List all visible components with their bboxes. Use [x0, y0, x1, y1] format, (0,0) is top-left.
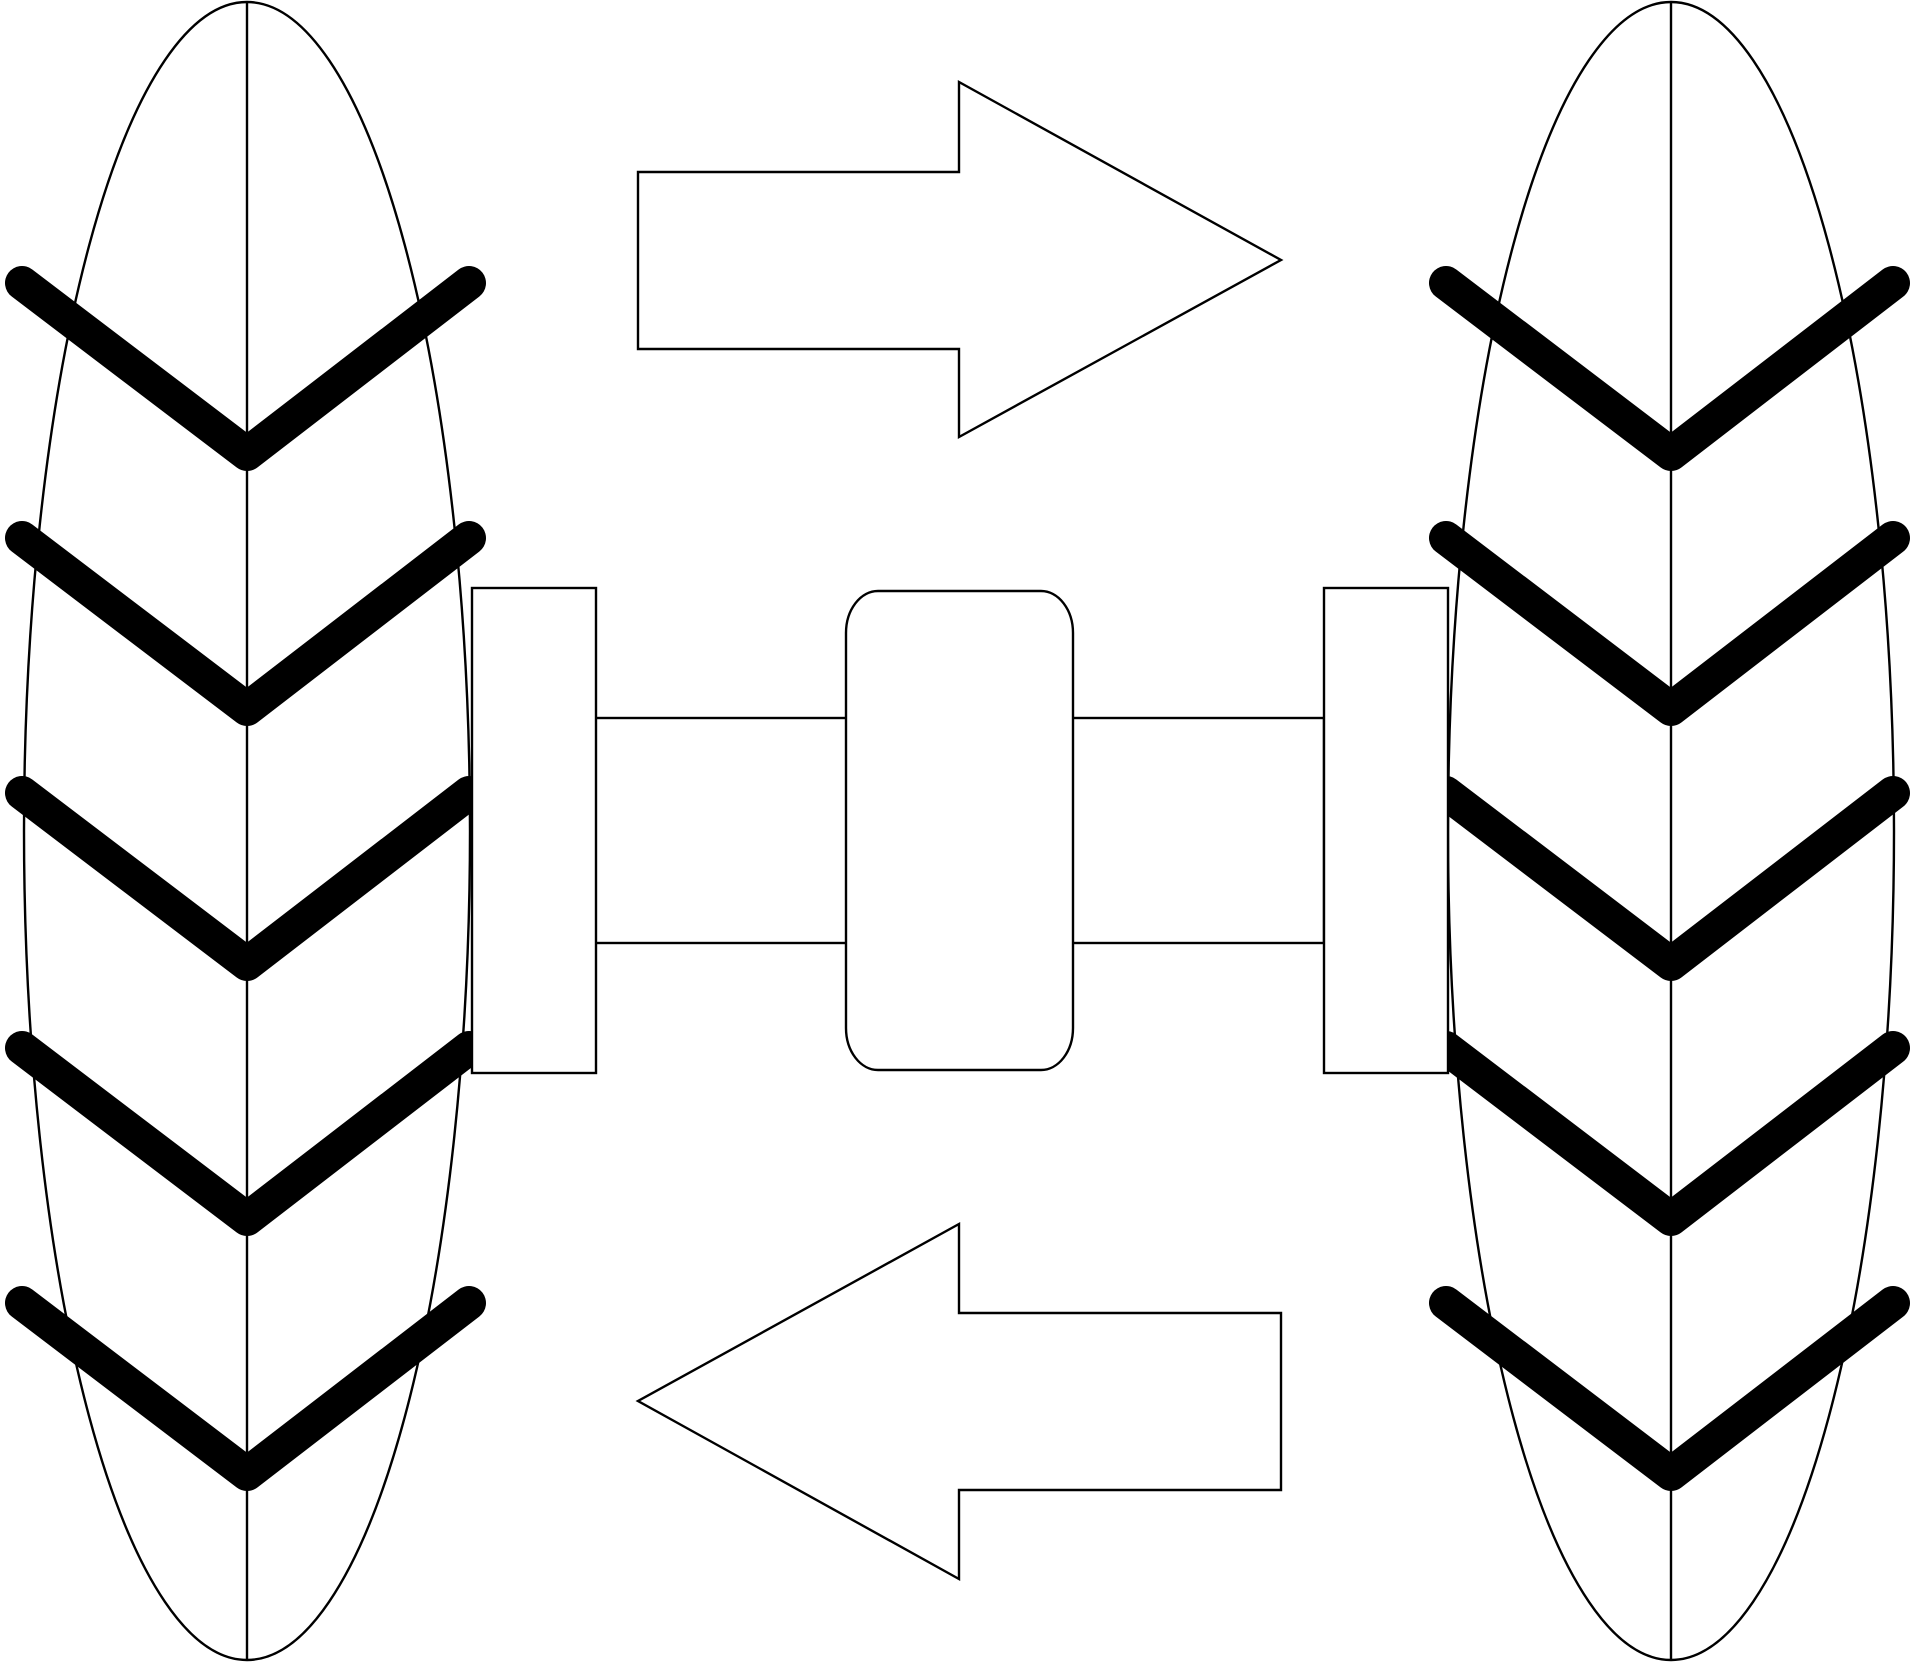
- tread-chevron: [5, 266, 486, 471]
- tread-chevron: [1429, 1286, 1910, 1491]
- top-arrow: [636, 79, 1284, 440]
- bottom-arrow: [635, 1221, 1283, 1582]
- tread-chevron: [5, 776, 486, 981]
- right-hub: [1322, 586, 1450, 1075]
- left-shaft: [593, 716, 849, 945]
- left-tire: [5, 0, 486, 1662]
- tread-chevron: [5, 521, 486, 726]
- right-tire-tread: [1429, 266, 1910, 1491]
- left-hub: [470, 586, 598, 1075]
- tread-chevron: [1429, 1031, 1910, 1236]
- tread-chevron: [1429, 266, 1910, 471]
- center-housing: [844, 589, 1075, 1072]
- right-shaft: [1070, 716, 1326, 945]
- right-tire: [1429, 0, 1910, 1662]
- tread-chevron: [5, 1031, 486, 1236]
- tread-chevron: [5, 1286, 486, 1491]
- tread-chevron: [1429, 776, 1910, 981]
- left-tire-tread: [5, 266, 486, 1491]
- tread-chevron: [1429, 521, 1910, 726]
